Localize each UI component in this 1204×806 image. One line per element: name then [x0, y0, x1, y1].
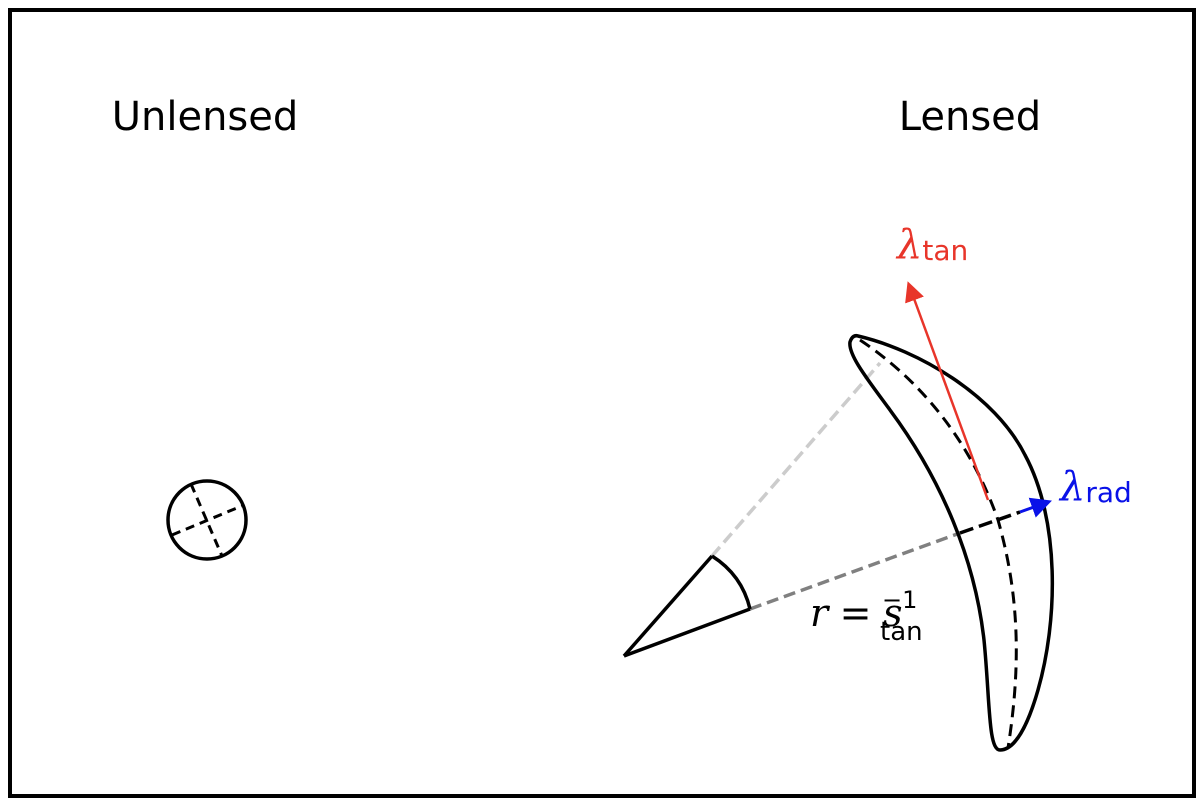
radius-label-subscript: tan	[880, 617, 923, 647]
angle-wedge	[622, 554, 752, 658]
guide-line-light	[710, 361, 882, 558]
angle-arc	[711, 554, 752, 610]
unlensed-axis-minor	[189, 483, 224, 557]
radial-label: λrad	[1058, 464, 1132, 510]
lensed-arc-radial-section	[959, 510, 1021, 535]
unlensed-source-outline	[166, 479, 248, 561]
guide-line-radius	[749, 531, 961, 611]
svg-text:r = s: r = s	[810, 591, 903, 635]
tangential-arrow	[905, 281, 990, 501]
tangential-label: λtan	[895, 222, 968, 268]
lensed-arc-outline	[848, 333, 1055, 752]
lensed-title: Lensed	[899, 94, 1041, 140]
radius-label: r = s tan −1	[810, 586, 923, 647]
unlensed-axis-major	[171, 503, 245, 537]
unlensed-title: Unlensed	[112, 94, 299, 140]
figure-frame	[8, 8, 1196, 798]
unlensed-source	[166, 479, 248, 561]
radius-label-superscript: −1	[882, 586, 917, 614]
radial-arrow	[1019, 497, 1052, 518]
